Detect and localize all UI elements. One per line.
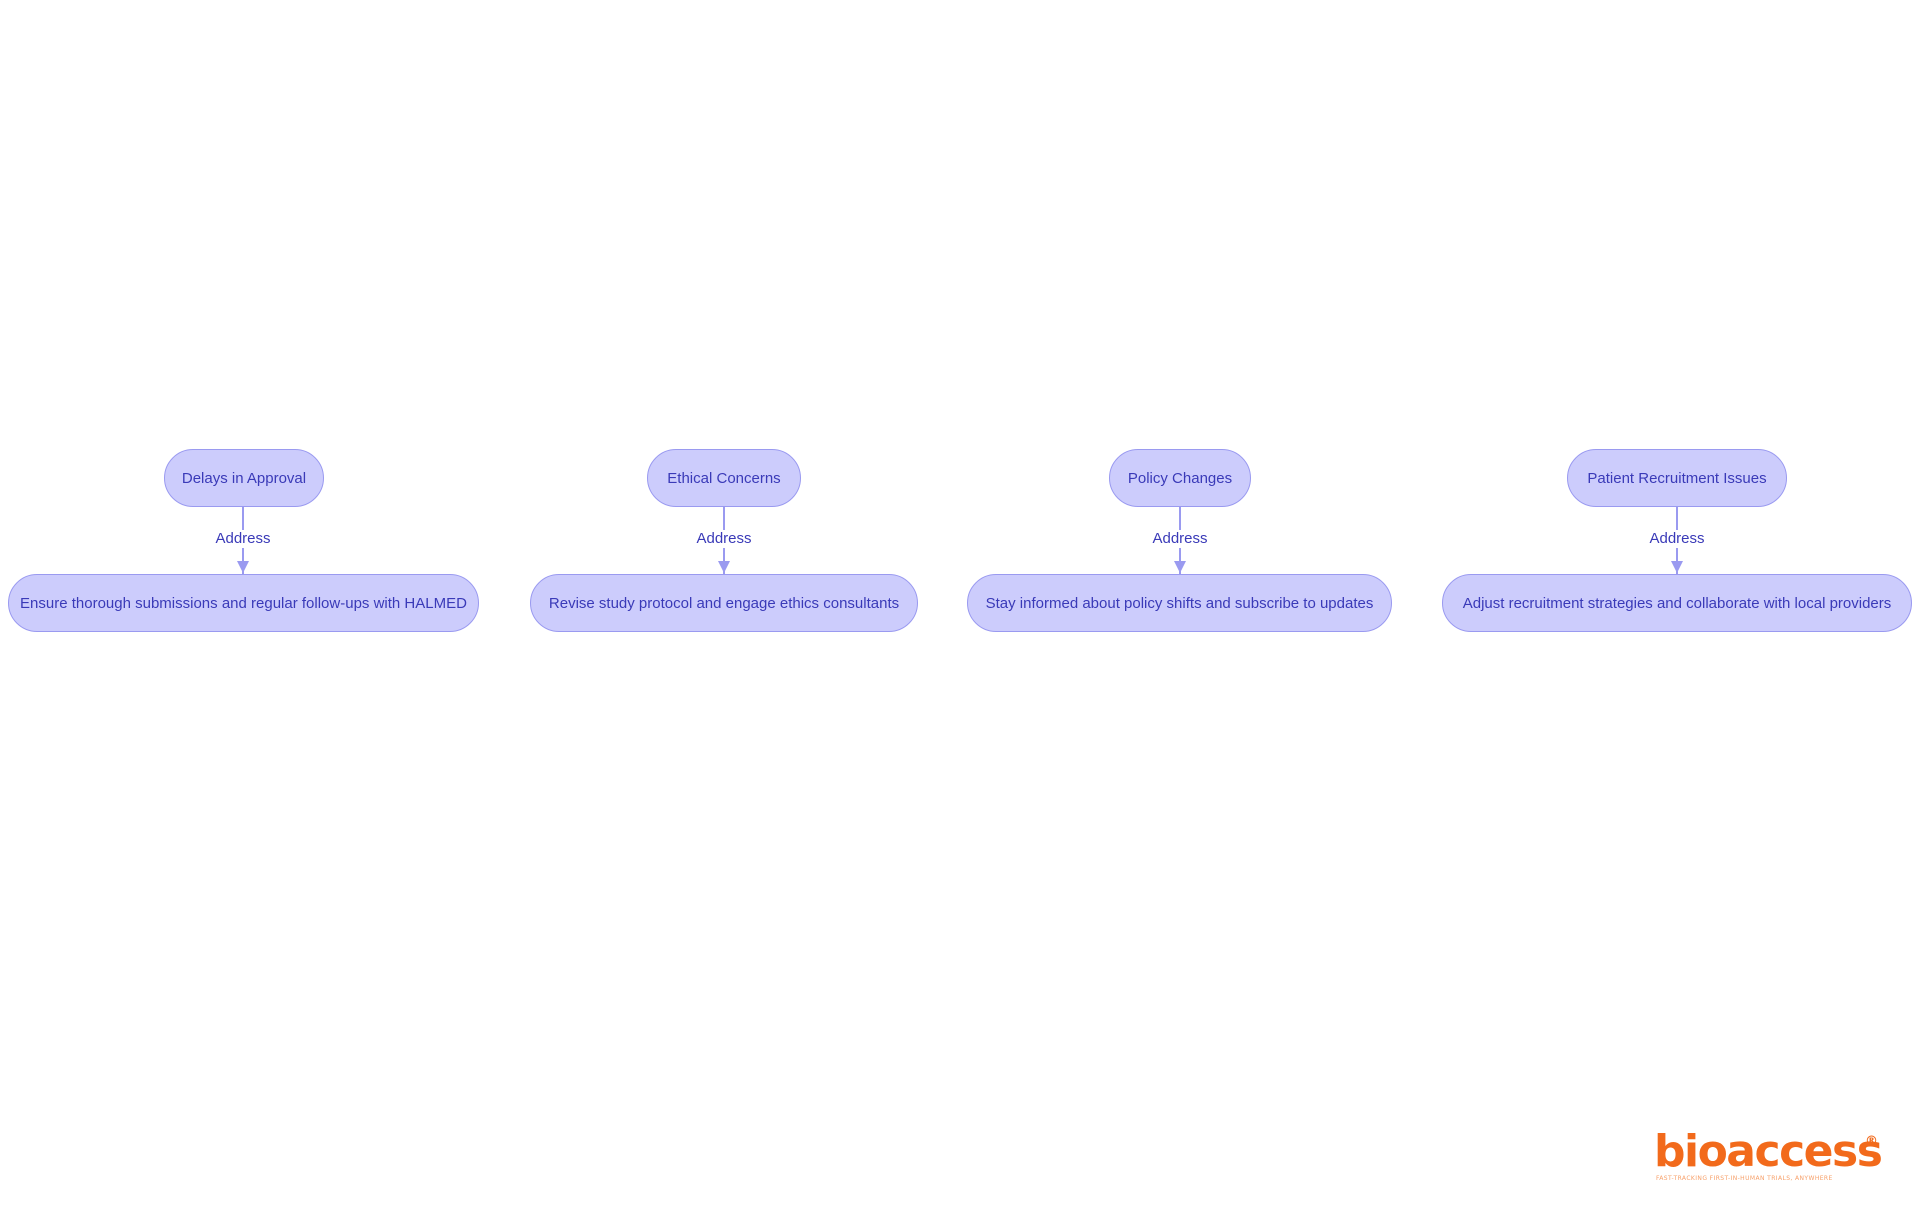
edge-arrowhead [1671,561,1683,573]
problem-node-label: Policy Changes [1127,469,1233,487]
solution-node-halmed-follow-ups: Ensure thorough submissions and regular … [8,574,479,632]
problem-node-delays-in-approval: Delays in Approval [164,449,324,507]
problem-node-label: Ethical Concerns [667,469,781,487]
solution-node-label: Adjust recruitment strategies and collab… [1462,594,1892,612]
problem-node-patient-recruitment: Patient Recruitment Issues [1567,449,1787,507]
registered-mark: ® [1865,1134,1878,1149]
problem-node-label: Delays in Approval [181,469,307,487]
problem-node-policy-changes: Policy Changes [1109,449,1251,507]
edge-arrowhead [1174,561,1186,573]
solution-node-label: Stay informed about policy shifts and su… [985,594,1374,612]
edge-label: Address [1617,530,1737,548]
logo-wordmark: bioaccess [1654,1126,1883,1177]
solution-node-ethics-consultants: Revise study protocol and engage ethics … [530,574,918,632]
edge-label: Address [664,530,784,548]
edge-arrowhead [718,561,730,573]
solution-node-label: Revise study protocol and engage ethics … [548,594,900,612]
problem-node-label: Patient Recruitment Issues [1587,469,1767,487]
problem-node-ethical-concerns: Ethical Concerns [647,449,801,507]
edge-label: Address [183,530,303,548]
solution-node-local-providers: Adjust recruitment strategies and collab… [1442,574,1912,632]
bioaccess-logo: bioaccess ® FAST-TRACKING FIRST-IN-HUMAN… [1652,1126,1883,1184]
solution-node-policy-updates: Stay informed about policy shifts and su… [967,574,1392,632]
solution-node-label: Ensure thorough submissions and regular … [20,594,467,612]
edge-arrowhead [237,561,249,573]
logo-tagline: FAST-TRACKING FIRST-IN-HUMAN TRIALS, ANY… [1656,1175,1833,1182]
edge-label: Address [1120,530,1240,548]
